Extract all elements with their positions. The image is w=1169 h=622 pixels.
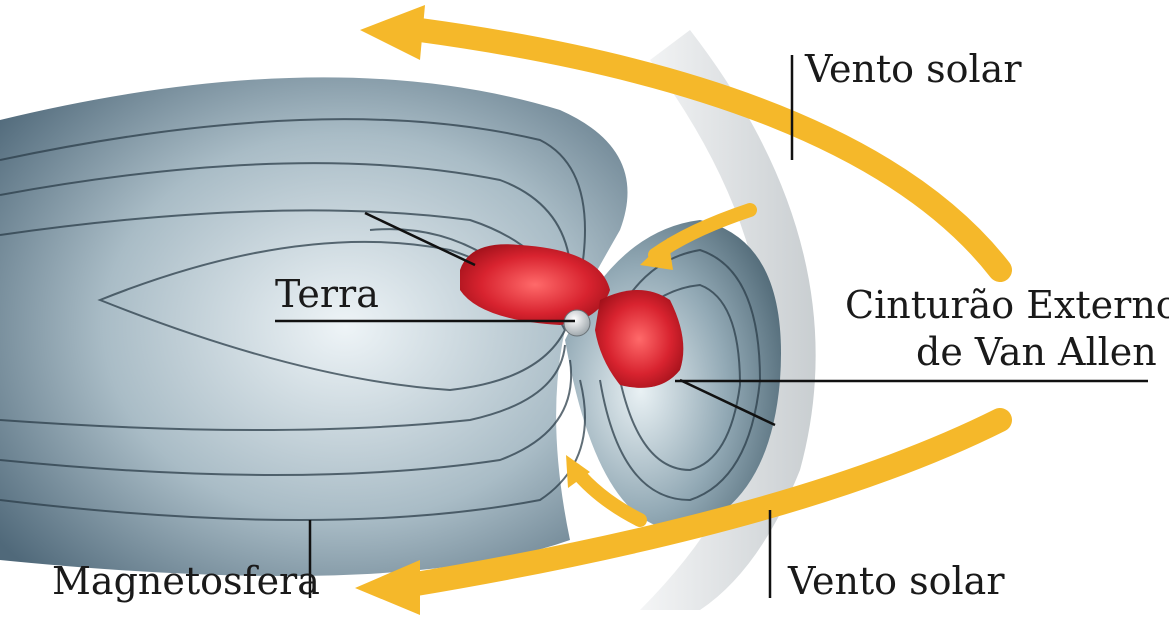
label-cinturao-line1: Cinturão Externo	[845, 283, 1169, 327]
earth-globe	[564, 310, 590, 336]
label-vento-solar-top: Vento solar	[804, 47, 1022, 91]
label-cinturao-line2: de Van Allen	[916, 330, 1157, 374]
label-vento-solar-bottom: Vento solar	[787, 559, 1005, 603]
label-magnetosfera: Magnetosfera	[52, 559, 320, 603]
label-terra: Terra	[275, 272, 379, 316]
